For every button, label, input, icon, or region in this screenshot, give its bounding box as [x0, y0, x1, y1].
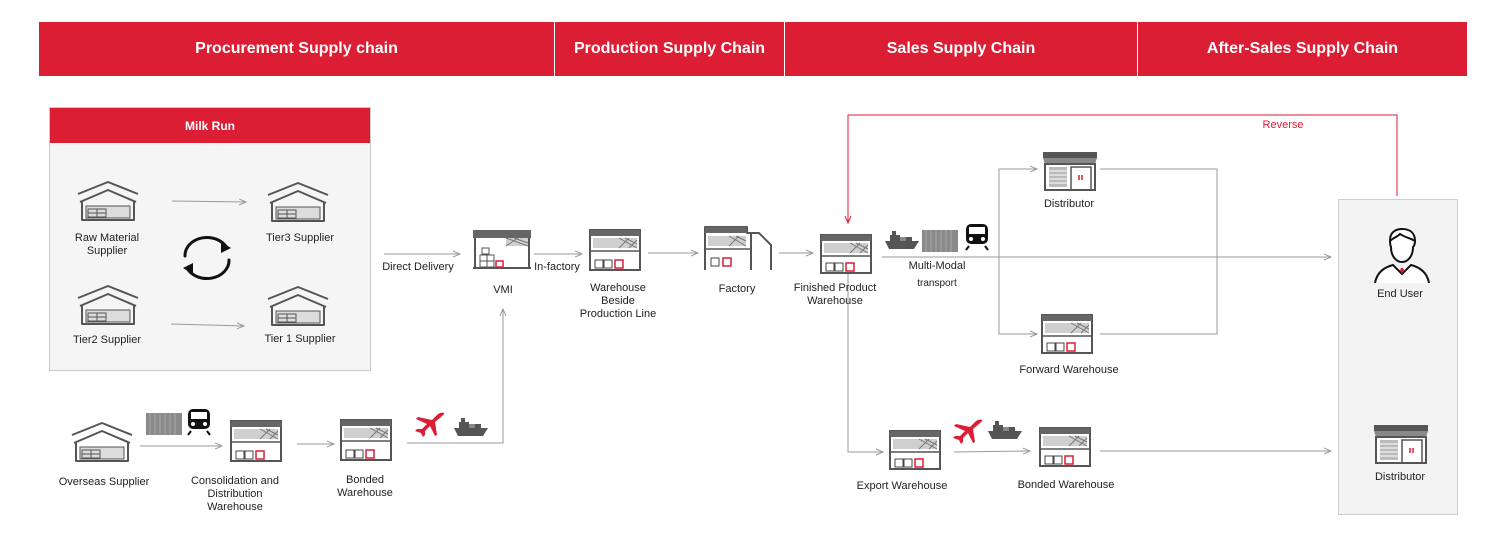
- warehouse-icon: [267, 286, 329, 326]
- banner-procurement: Procurement Supply chain: [39, 22, 554, 76]
- label-bonded-warehouse-right: Bonded Warehouse: [1017, 479, 1115, 491]
- plane-icon: [415, 412, 445, 437]
- label-warehouse-beside-line: Warehouse Beside Production Line: [579, 282, 657, 320]
- warehouse-rack-icon: [1039, 427, 1091, 467]
- warehouse-rack-icon: [820, 234, 872, 274]
- label-consolidation-warehouse: Consolidation and Distribution Warehouse: [190, 475, 280, 513]
- label-distributor-top: Distributor: [1043, 198, 1095, 210]
- label-distributor-bottom: Distributor: [1374, 471, 1426, 483]
- arrow-tier2-to-tier1: [170, 324, 244, 326]
- arrow-branch-to-distributor: [998, 169, 1037, 257]
- banner-after-sales: After-Sales Supply Chain: [1138, 22, 1467, 76]
- shop-icon: [1374, 425, 1428, 464]
- warehouse-icon: [71, 422, 133, 462]
- ship-icon: [885, 231, 919, 249]
- label-tier3-supplier: Tier3 Supplier: [265, 232, 335, 244]
- label-reverse: Reverse: [1262, 119, 1304, 131]
- train-icon: [965, 224, 989, 251]
- container-icon: [146, 413, 182, 435]
- label-tier2-supplier: Tier2 Supplier: [72, 334, 142, 346]
- label-end-user: End User: [1377, 288, 1423, 300]
- label-vmi: VMI: [493, 284, 513, 296]
- warehouse-icon: [267, 182, 329, 222]
- warehouse-rack-icon: [340, 419, 392, 461]
- container-icon: [922, 230, 958, 252]
- label-forward-warehouse: Forward Warehouse: [1019, 364, 1119, 376]
- warehouse-rack-icon: [1041, 314, 1093, 354]
- vmi-icon: [473, 230, 531, 269]
- ship-icon: [988, 421, 1022, 439]
- label-multi-modal: Multi-Modal: [908, 260, 966, 272]
- line-distributor-out: [1100, 168, 1218, 257]
- user-icon: [1374, 228, 1430, 284]
- warehouse-rack-icon: [230, 420, 282, 462]
- label-bonded-warehouse-left: Bonded Warehouse: [337, 474, 393, 499]
- train-icon: [187, 409, 211, 436]
- line-forward-out: [1100, 257, 1218, 335]
- label-transport: transport: [917, 278, 957, 289]
- warehouse-rack-icon: [589, 229, 641, 271]
- cycle-icon: [183, 236, 231, 280]
- warehouse-rack-icon: [889, 430, 941, 470]
- milk-run-title: Milk Run: [50, 108, 370, 143]
- arrow-raw-to-tier3: [171, 201, 246, 202]
- arrow-export-to-bonded: [953, 451, 1030, 452]
- ship-icon: [454, 418, 488, 436]
- label-direct-delivery: Direct Delivery: [382, 261, 454, 273]
- label-overseas-supplier: Overseas Supplier: [58, 476, 150, 488]
- banner-production: Production Supply Chain: [555, 22, 784, 76]
- arrow-finished-to-export: [847, 272, 883, 452]
- label-in-factory: In-factory: [534, 261, 580, 273]
- banner-sales: Sales Supply Chain: [785, 22, 1137, 76]
- plane-icon: [953, 419, 983, 444]
- warehouse-icon: [77, 181, 139, 221]
- arrow-reverse: [848, 114, 1398, 223]
- label-tier1-supplier: Tier 1 Supplier: [264, 333, 336, 345]
- arrow-bonded-to-vmi: [407, 309, 503, 444]
- label-raw-material-supplier: Raw Material Supplier: [74, 232, 140, 257]
- factory-icon: [704, 226, 772, 270]
- warehouse-icon: [77, 285, 139, 325]
- label-finished-product-warehouse: Finished Product Warehouse: [793, 282, 877, 307]
- label-factory: Factory: [718, 283, 756, 295]
- shop-icon: [1043, 152, 1097, 191]
- label-export-warehouse: Export Warehouse: [856, 480, 948, 492]
- arrow-branch-to-forward: [998, 257, 1037, 334]
